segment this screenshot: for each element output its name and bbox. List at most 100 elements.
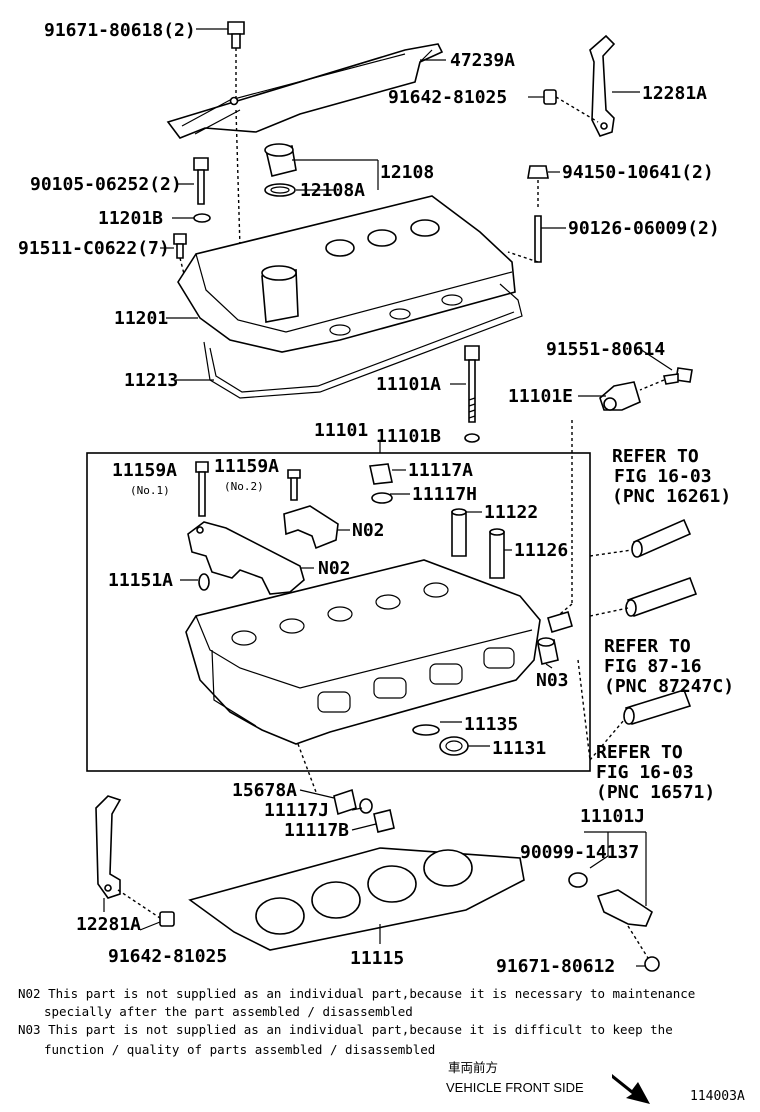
bolt-91671-80612 [644,956,660,972]
label-11159A-no2-sub: (No.2) [224,480,264,493]
bolt-91551-80614 [663,367,693,385]
bolt-91511-C0622 [173,233,187,259]
plug-11117B [373,809,395,833]
bolt-11101A [464,345,480,423]
bolt-11159A-no2 [287,469,301,501]
label-90126-06009: 90126-06009(2) [568,218,720,239]
part-N03-sleeve [537,637,559,665]
refer-2-line2: FIG 87-16 [604,656,702,677]
label-11213: 11213 [124,370,178,391]
stud-90105-06252 [193,157,209,205]
label-11201: 11201 [114,308,168,329]
bolt-91642-81025-bottom [159,911,175,927]
gasket-11117J [359,798,373,814]
dowel-11151A [198,573,210,591]
refer-3-line1: REFER TO [596,742,683,763]
fitting-near-N03 [547,611,573,633]
label-12108A: 12108A [300,180,365,201]
part-15678A-pipe [333,788,357,816]
label-11159A-no2: 11159A [214,456,279,477]
hose-end-16571 [623,689,692,725]
part-11101E-sensor [599,381,641,411]
refer-1-line3: (PNC 16261) [612,486,731,507]
label-12281A-top: 12281A [642,83,707,104]
part-11122-guide [451,508,467,557]
label-11117A: 11117A [408,460,473,481]
label-12281A-bottom: 12281A [76,914,141,935]
label-N02-a: N02 [352,520,385,541]
label-91671-80618: 91671-80618(2) [44,20,196,41]
note-n02-line1: N02 This part is not supplied as an indi… [18,986,695,1001]
label-47239A: 47239A [450,50,515,71]
ring-11135 [412,724,440,736]
refer-1-line2: FIG 16-03 [614,466,712,487]
part-N02-bearing-cap-long [187,521,305,595]
label-11101B: 11101B [376,426,441,447]
part-11101-cylinder-head [185,559,541,745]
hose-end-16261 [631,518,692,558]
refer-2-line3: (PNC 87247C) [604,676,734,697]
label-90099-14137: 90099-14137 [520,842,639,863]
label-11126: 11126 [514,540,568,561]
nut-94150-10641 [527,165,549,179]
front-label-jp: 車両前方 [448,1060,498,1075]
label-15678A: 15678A [232,780,297,801]
part-47239A-cover-plate [166,43,444,139]
bolt-11159A-no1 [195,461,209,517]
label-N03: N03 [536,670,569,691]
front-label-en: VEHICLE FRONT SIDE [446,1080,584,1095]
label-11117B: 11117B [284,820,349,841]
plug-11117A [369,463,393,485]
label-11201B: 11201B [98,208,163,229]
gasket-11117H [371,492,393,504]
note-n03-line1: N03 This part is not supplied as an indi… [18,1022,673,1037]
part-11126-guide [489,528,505,579]
label-11115: 11115 [350,948,404,969]
label-11101E: 11101E [508,386,573,407]
oring-90099-14137 [568,872,588,888]
label-11101A: 11101A [376,374,441,395]
figure-id: 114003A [690,1089,745,1104]
label-91511-C0622: 91511-C0622(7) [18,238,170,259]
refer-3-line2: FIG 16-03 [596,762,694,783]
washer-11201B [193,213,211,223]
part-12281A-engine-hanger-top [589,34,616,137]
label-12108: 12108 [380,162,434,183]
label-11159A-no1: 11159A [112,460,177,481]
part-12108-oil-filler-cap [264,143,297,177]
label-N02-b: N02 [318,558,351,579]
note-n02-line2: specially after the part assembled / dis… [44,1004,413,1019]
leader-lines [103,28,673,967]
note-n03-line2: function / quality of parts assembled / … [44,1042,435,1057]
part-11101J-sensor [596,889,653,927]
stud-90126-06009 [534,215,542,263]
label-91671-80612: 91671-80612 [496,956,615,977]
cylinder-head-assy-box [86,452,591,772]
label-91551-80614: 91551-80614 [546,339,665,360]
refer-3-line3: (PNC 16571) [596,782,715,803]
refer-1-line1: REFER TO [612,446,699,467]
label-11122: 11122 [484,502,538,523]
label-11117H: 11117H [412,484,477,505]
part-12108A-gasket [264,183,296,197]
label-11101J: 11101J [580,806,645,827]
part-11201-cylinder-head-cover [177,195,516,353]
washer-11101B [464,433,480,443]
bolt-91642-81025-top [543,89,557,105]
label-90105-06252: 90105-06252(2) [30,174,182,195]
bolt-91671-80618 [227,21,245,49]
plug-11131 [439,736,469,756]
part-N02-bearing-cap-small [283,505,339,550]
part-11115-head-gasket [188,847,525,951]
label-11135: 11135 [464,714,518,735]
label-91642-81025-top: 91642-81025 [388,87,507,108]
hose-end-87247C [625,576,698,618]
label-91642-81025-bottom: 91642-81025 [108,946,227,967]
label-94150-10641: 94150-10641(2) [562,162,714,183]
refer-2-line1: REFER TO [604,636,691,657]
label-11117J: 11117J [264,800,329,821]
part-12281A-engine-hanger-bottom [95,795,122,899]
label-11159A-no1-sub: (No.1) [130,484,170,497]
